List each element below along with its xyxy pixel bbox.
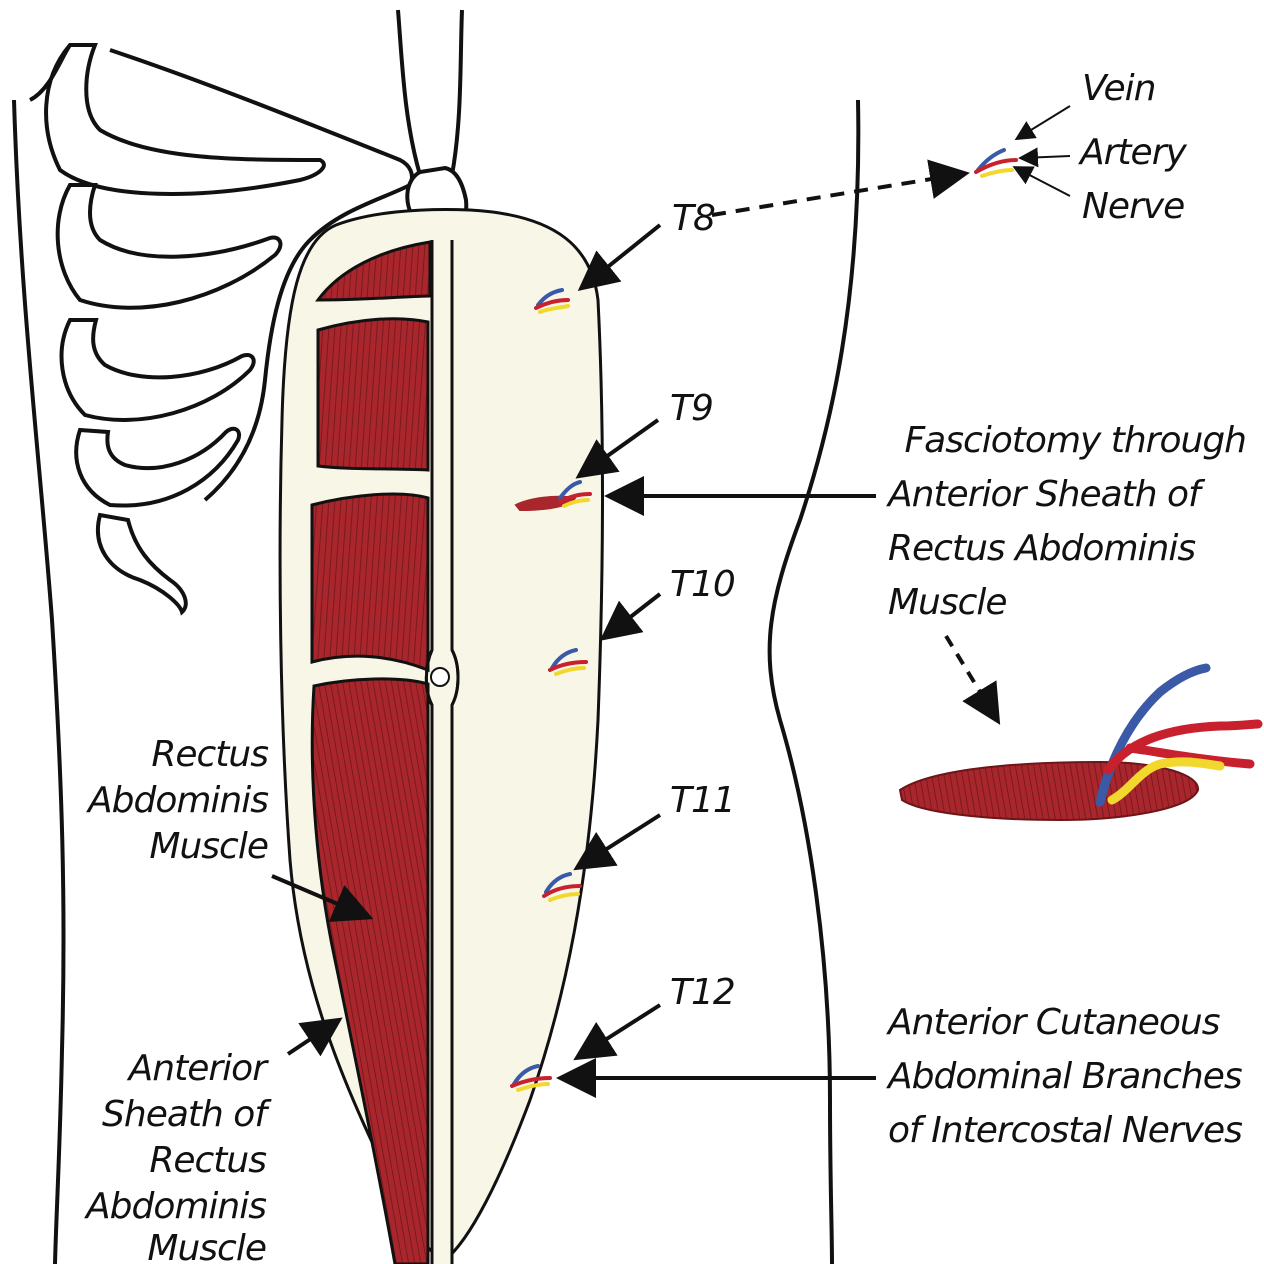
label-t11: T11 (670, 780, 735, 821)
right-torso-line (770, 100, 859, 1264)
left-torso-line (14, 100, 64, 1264)
rib-1 (46, 45, 324, 194)
artery-arrow (1022, 156, 1070, 158)
label-t12: T12 (670, 972, 735, 1013)
muscle-segment-2 (318, 319, 428, 470)
fasciotomy-detail (900, 668, 1258, 820)
label-fasciotomy-1: Fasciotomy through (904, 420, 1246, 461)
nerve-arrow (1016, 168, 1070, 196)
label-sheath-5: Muscle (147, 1228, 266, 1264)
label-sheath-2: Sheath of (102, 1094, 272, 1135)
muscle-segment-3 (312, 494, 428, 670)
left-neck-line (398, 10, 420, 175)
rib-2 (58, 185, 281, 308)
label-rectus-2: Abdominis (86, 780, 268, 821)
t10-arrow (606, 594, 660, 636)
label-rectus-1: Rectus (151, 734, 268, 775)
t8-to-legend-arrow (712, 174, 962, 215)
fasciotomy-detail-arrow (946, 636, 996, 718)
label-sheath-4: Abdominis (84, 1186, 266, 1227)
label-artery: Artery (1078, 132, 1187, 173)
label-rectus-3: Muscle (149, 826, 268, 867)
bundle-legend (976, 150, 1016, 176)
label-cutaneous-1: Anterior Cutaneous (886, 1002, 1220, 1043)
linea-alba-fill (433, 240, 451, 1264)
label-sheath-3: Rectus (149, 1140, 266, 1181)
label-t10: T10 (670, 564, 735, 605)
t8-arrow (584, 225, 660, 286)
rectus-muscle-segments (312, 242, 430, 1264)
rib-5 (98, 515, 186, 612)
label-vein: Vein (1082, 68, 1155, 109)
rib-3 (62, 320, 254, 420)
vein-arrow (1018, 106, 1070, 138)
t11-arrow (580, 815, 660, 866)
right-neck-line (452, 10, 462, 175)
umbilicus (431, 668, 449, 686)
label-nerve: Nerve (1082, 186, 1184, 227)
t12-arrow (580, 1005, 660, 1056)
label-fasciotomy-4: Muscle (888, 582, 1007, 623)
rib-4 (76, 429, 239, 506)
label-fasciotomy-2: Anterior Sheath of (886, 474, 1206, 515)
label-t8: T8 (672, 198, 715, 239)
label-t9: T9 (670, 388, 713, 429)
label-sheath-1: Anterior (127, 1048, 270, 1089)
label-fasciotomy-3: Rectus Abdominis (888, 528, 1195, 569)
label-cutaneous-2: Abdominal Branches (886, 1056, 1242, 1097)
label-cutaneous-3: of Intercostal Nerves (888, 1110, 1242, 1151)
